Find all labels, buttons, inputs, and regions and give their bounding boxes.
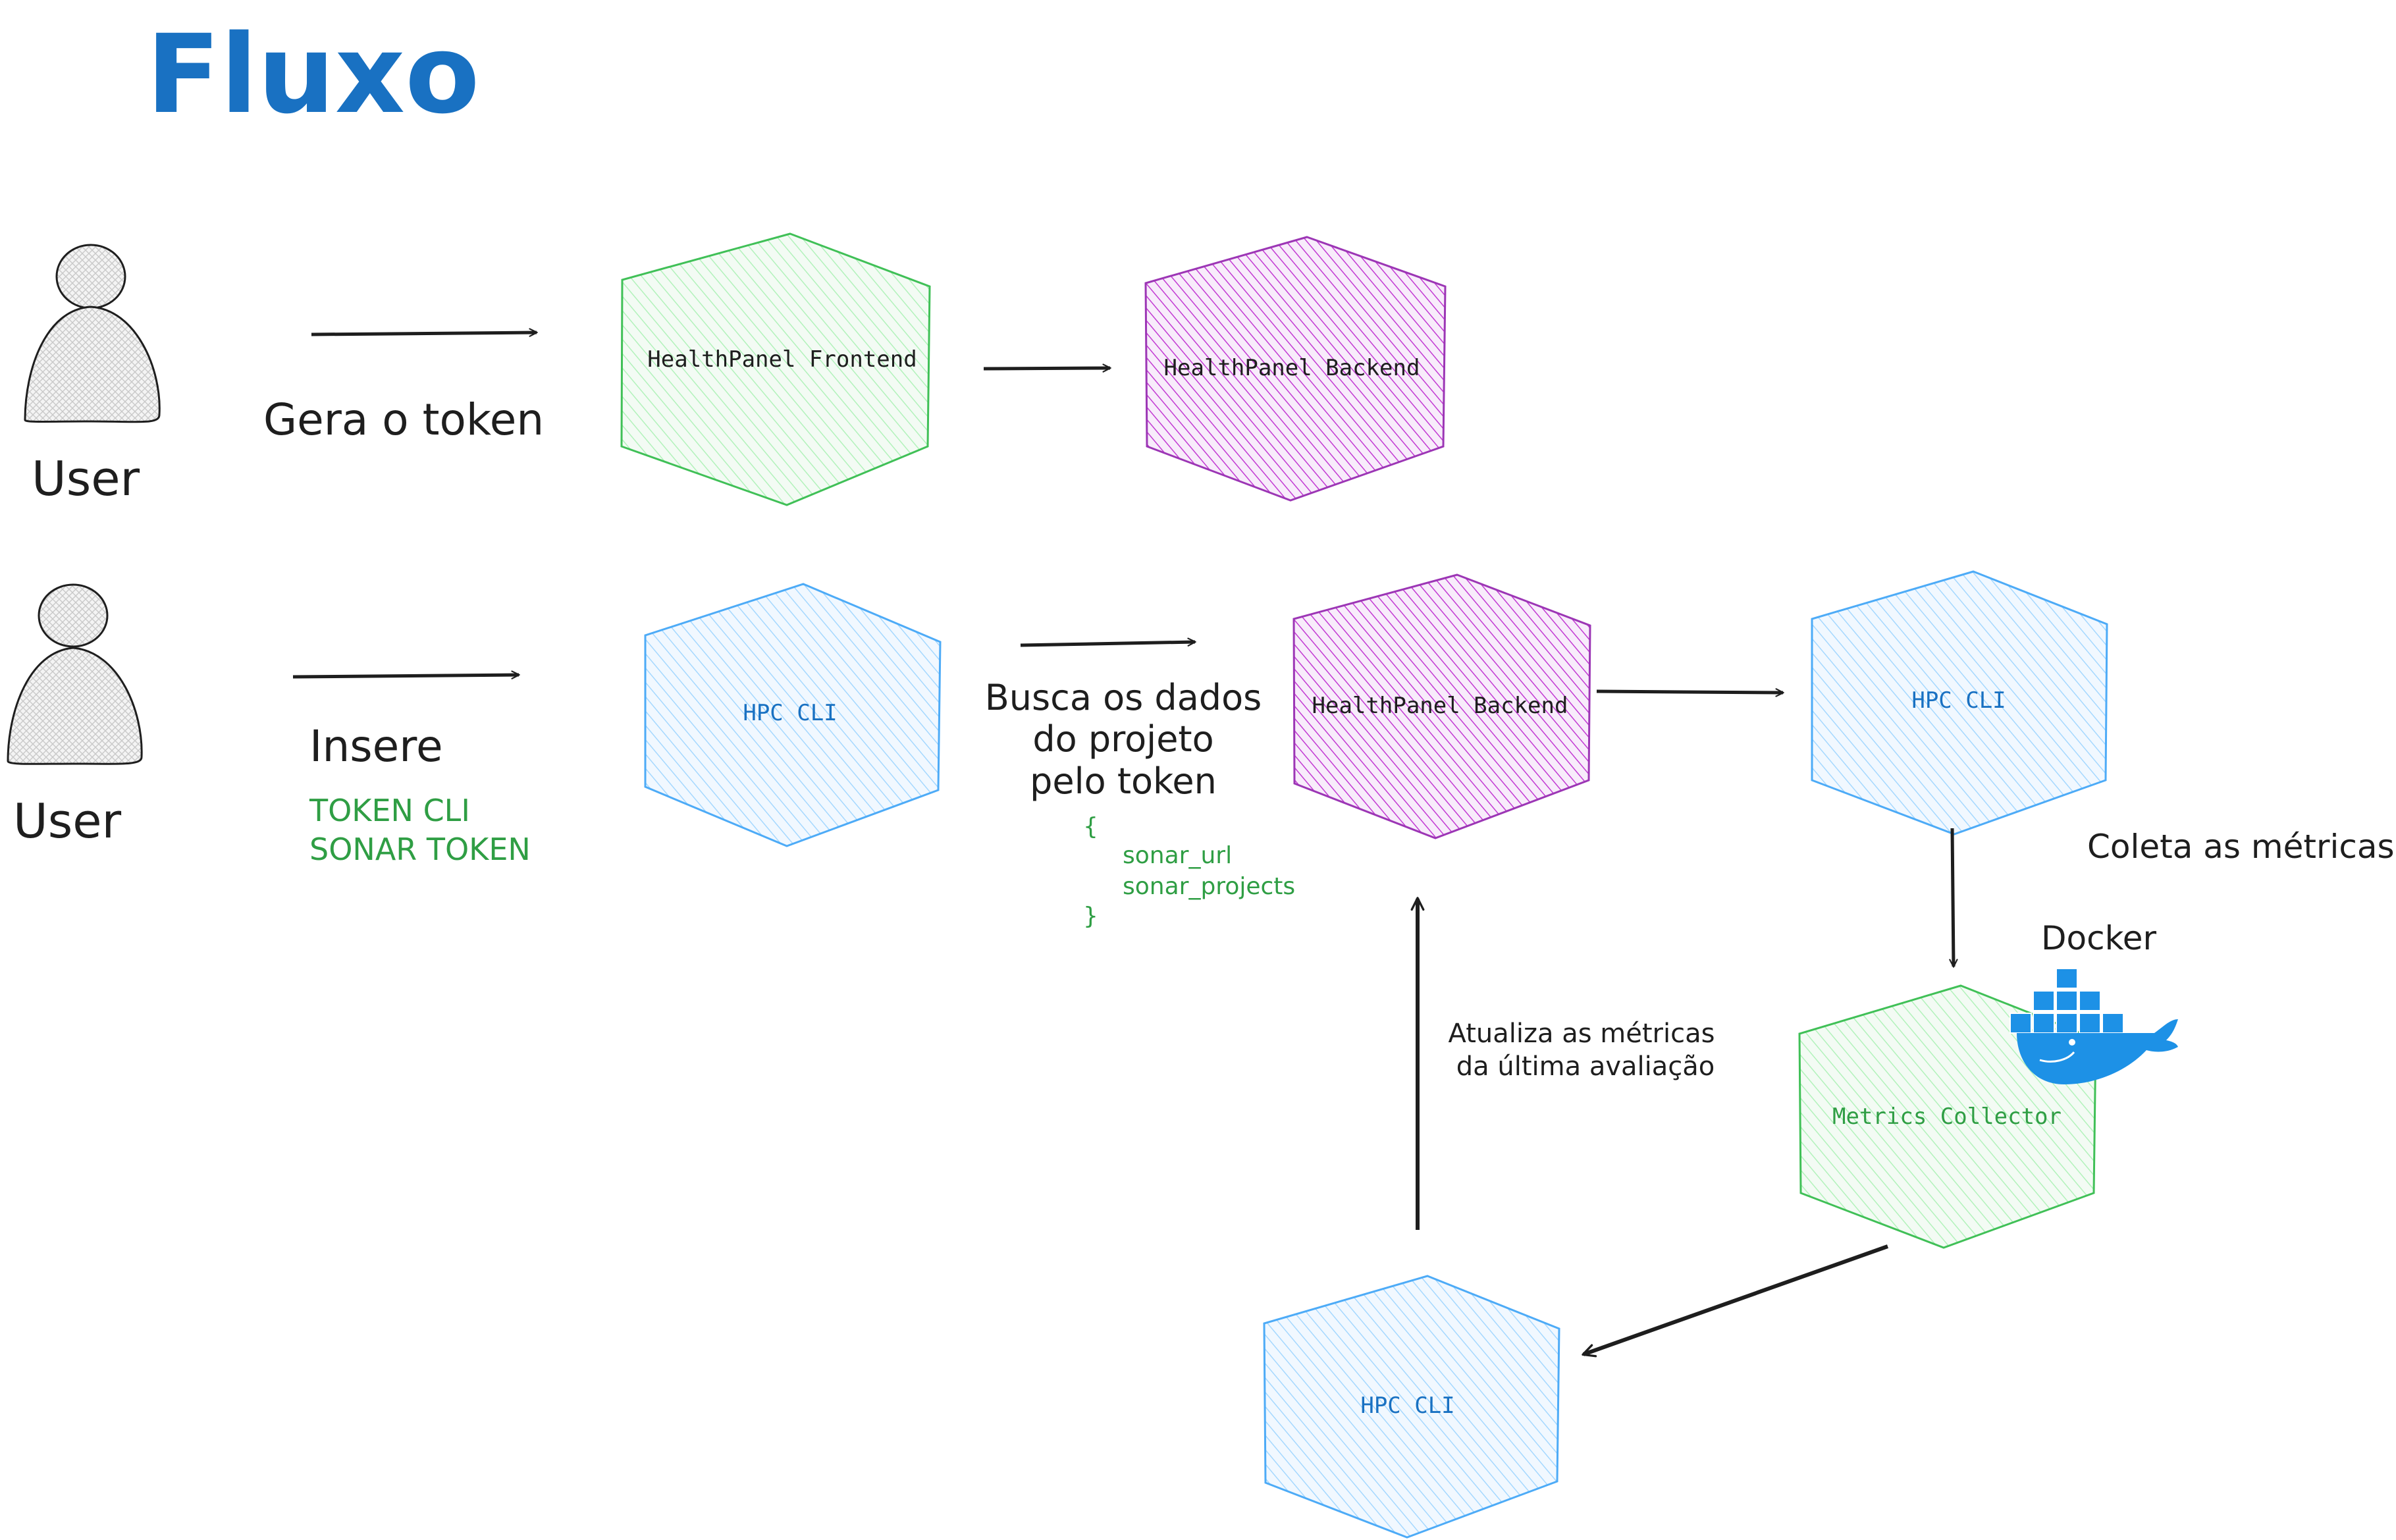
diagram-title: Fluxo: [146, 11, 480, 138]
docker-whale-icon: [2010, 968, 2178, 1084]
generate-token-label: Gera o token: [263, 394, 544, 445]
cli-bottom-node: [1263, 1275, 1560, 1539]
user-bottom-icon: [7, 583, 143, 765]
backend-top-node-label: HealthPanel Backend: [1164, 355, 1420, 381]
insert-item-sonar-token: SONAR TOKEN: [309, 832, 531, 867]
cli-bottom-node-label: HPC CLI: [1360, 1393, 1454, 1419]
json-close-brace: }: [1083, 903, 1098, 930]
frontend-node-label: HealthPanel Frontend: [647, 346, 917, 373]
backend-mid-node: [1292, 573, 1591, 839]
user-bottom-label: User: [13, 793, 122, 849]
cli-left-node-label: HPC CLI: [743, 700, 837, 726]
arrow-collector-to-cli-bottom: [1582, 1244, 1889, 1358]
fetch-line-2: do projeto: [1032, 718, 1213, 760]
arrow-user-to-cli: [292, 670, 520, 679]
frontend-node: [620, 232, 931, 506]
arrow-cli-right-to-collector: [1949, 828, 1958, 968]
backend-top-node: [1144, 236, 1447, 502]
json-field-sonar-url: sonar_url: [1123, 842, 1232, 869]
update-line-1: Atualiza as métricas: [1449, 1019, 1715, 1049]
arrow-cli-to-backend: [1020, 637, 1196, 647]
insert-label: Insere: [309, 721, 443, 772]
cli-right-node: [1811, 570, 2108, 836]
arrow-frontend-to-backend: [983, 363, 1111, 373]
fetch-line-1: Busca os dados: [985, 677, 1262, 718]
backend-mid-node-label: HealthPanel Backend: [1312, 693, 1568, 719]
user-top-icon: [24, 244, 161, 423]
update-line-2: da última avaliação: [1456, 1051, 1715, 1082]
insert-item-token-cli: TOKEN CLI: [309, 793, 470, 828]
fetch-line-3: pelo token: [1030, 760, 1217, 802]
cli-left-node: [644, 583, 942, 847]
docker-label: Docker: [2041, 919, 2157, 957]
arrow-user-to-frontend: [311, 328, 538, 337]
json-open-brace: {: [1083, 813, 1098, 840]
metrics-collector-node-label: Metrics Collector: [1832, 1103, 2062, 1130]
arrow-backend-to-cli-right: [1596, 688, 1784, 697]
collect-metrics-label: Coleta as métricas: [2087, 828, 2395, 866]
cli-right-node-label: HPC CLI: [1911, 687, 2006, 714]
user-top-label: User: [32, 451, 140, 506]
json-field-sonar-projects: sonar_projects: [1123, 873, 1295, 900]
